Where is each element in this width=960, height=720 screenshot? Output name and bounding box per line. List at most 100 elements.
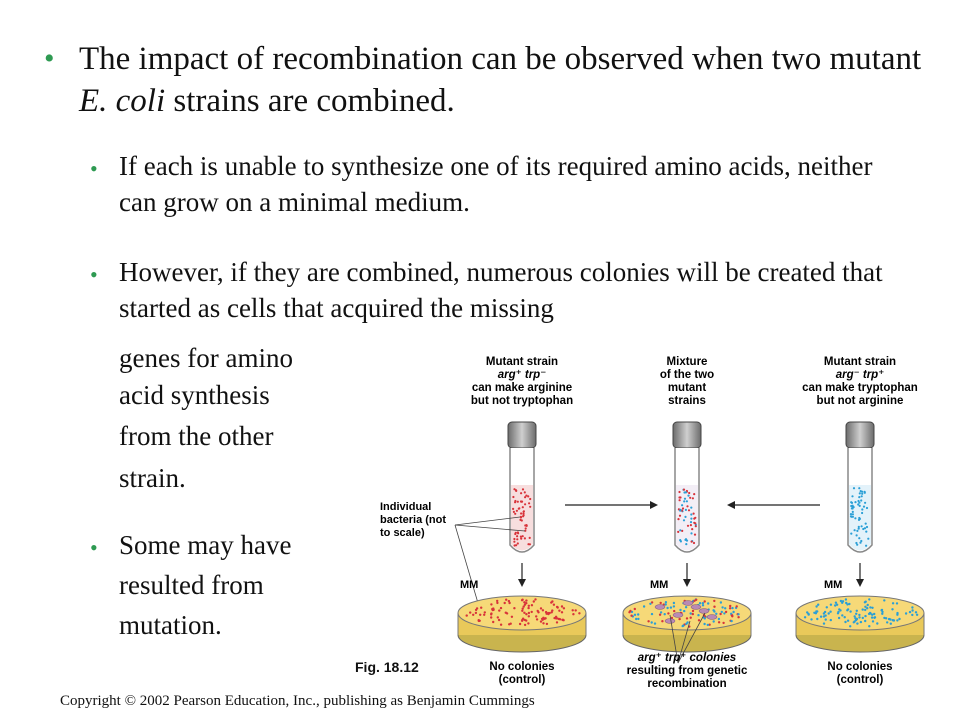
bacterium-dot <box>855 612 858 615</box>
bacterium-dot <box>686 505 689 508</box>
bacterium-dot <box>867 537 870 540</box>
bacterium-dot <box>490 612 493 615</box>
bacterium-dot <box>846 608 850 611</box>
bacterium-dot <box>523 603 527 606</box>
bacterium-dot <box>527 606 530 610</box>
bacterium-dot <box>515 509 518 512</box>
mixture-line2: of the two <box>660 369 714 381</box>
bacterium-dot <box>871 606 874 609</box>
main-bullet-part1: The impact of recombination can be obser… <box>79 41 922 77</box>
bacterium-dot <box>677 518 680 521</box>
bacterium-dot <box>689 521 693 524</box>
bacterium-dot <box>829 603 833 606</box>
bacterium-dot <box>866 603 869 607</box>
bacterium-dot <box>850 504 853 508</box>
bacterium-dot <box>520 500 523 503</box>
bacterium-dot <box>692 512 695 515</box>
sub-bullet-marker-3: • <box>90 535 98 560</box>
bacterium-dot <box>863 527 867 530</box>
bacterium-dot <box>835 603 839 606</box>
bacterium-dot <box>876 622 879 625</box>
bacterium-dot <box>730 619 733 623</box>
bacterium-dot <box>496 616 499 619</box>
bacterium-dot <box>633 607 636 611</box>
right-strain-genotype: arg⁻ trp⁺ <box>836 369 885 381</box>
bacterium-dot <box>521 598 524 601</box>
bacterium-dot <box>507 599 511 603</box>
bacterium-dot <box>679 540 682 543</box>
bacterium-dot <box>861 511 864 515</box>
bacterium-dot <box>850 515 853 518</box>
bacterium-dot <box>469 611 472 614</box>
bacterium-dot <box>881 612 884 615</box>
bacterium-dot <box>713 599 716 603</box>
bacterium-dot <box>806 611 809 614</box>
bacterium-dot <box>689 616 692 619</box>
bacterium-dot <box>701 602 705 605</box>
bacterium-dot <box>685 500 688 503</box>
bacterium-dot <box>850 532 853 535</box>
bacterium-dot <box>867 612 871 616</box>
colony-pointers <box>669 612 706 664</box>
bacterium-dot <box>712 620 715 623</box>
bacterium-dot <box>679 608 682 612</box>
bacterium-dot <box>859 541 862 544</box>
right-strain-desc1: can make tryptophan <box>802 382 918 394</box>
bacterium-dot <box>860 525 863 528</box>
bacterium-dot <box>524 527 527 530</box>
bacterium-dot <box>850 501 854 504</box>
bacterium-dot <box>854 517 857 520</box>
bacterium-dot <box>530 610 533 614</box>
bacterium-dot <box>851 513 854 516</box>
bacterium-dot <box>722 621 725 625</box>
bacterium-dot <box>527 611 531 615</box>
bacterium-dot <box>869 606 872 609</box>
figure-label: Fig. 18.12 <box>355 659 419 675</box>
bacterium-dot <box>523 623 527 627</box>
bacterium-dot <box>864 614 867 618</box>
bacterium-dot <box>865 525 869 529</box>
bacterium-dot <box>474 611 478 615</box>
bacterium-dot <box>673 609 676 613</box>
bacterium-dot <box>540 617 544 621</box>
bacterium-dot <box>516 531 519 534</box>
bacterium-dot <box>558 618 562 621</box>
bacterium-dot <box>844 598 848 601</box>
bacterium-dot <box>690 513 693 516</box>
bacterium-dot <box>689 524 692 527</box>
bacterium-dot <box>690 532 693 535</box>
right-strain-desc2: but not arginine <box>817 395 904 407</box>
bacterium-dot <box>678 499 681 502</box>
bacterium-dot <box>518 622 522 626</box>
bacterium-dot <box>650 612 654 616</box>
bacterium-dot <box>497 618 501 622</box>
bacterium-dot <box>520 492 523 495</box>
bacterium-dot <box>857 518 861 521</box>
bacterium-dot <box>886 621 889 624</box>
bacterium-dot <box>865 530 868 533</box>
bacterium-dot <box>527 622 530 625</box>
bacterium-dot <box>683 497 687 500</box>
bacterium-dot <box>523 611 526 614</box>
bacterium-dot <box>856 622 859 625</box>
bacterium-dot <box>737 616 740 619</box>
bacterium-dot <box>513 607 516 610</box>
bacterium-dot <box>691 609 695 613</box>
bacterium-dot <box>539 607 543 610</box>
bacterium-dot <box>669 606 673 609</box>
bacterium-dot <box>537 611 540 614</box>
bacterium-dot <box>663 613 666 616</box>
bacterium-dot <box>864 600 867 603</box>
bacterium-dot <box>534 598 537 601</box>
bacterium-dot <box>516 500 519 503</box>
bacterium-dot <box>524 503 527 506</box>
bacterium-dot <box>550 611 553 614</box>
bacterium-dot <box>572 613 575 616</box>
bacterium-dot <box>677 530 680 533</box>
individual-label-line1: Individual <box>380 501 431 513</box>
middle-result-line1: arg⁺ trp⁺ colonies <box>638 652 736 664</box>
main-bullet-part2: strains are combined. <box>165 83 455 119</box>
bacterium-dot <box>860 499 863 502</box>
bacterium-dot <box>848 602 851 606</box>
right-to-mixture-arrow <box>727 501 820 509</box>
